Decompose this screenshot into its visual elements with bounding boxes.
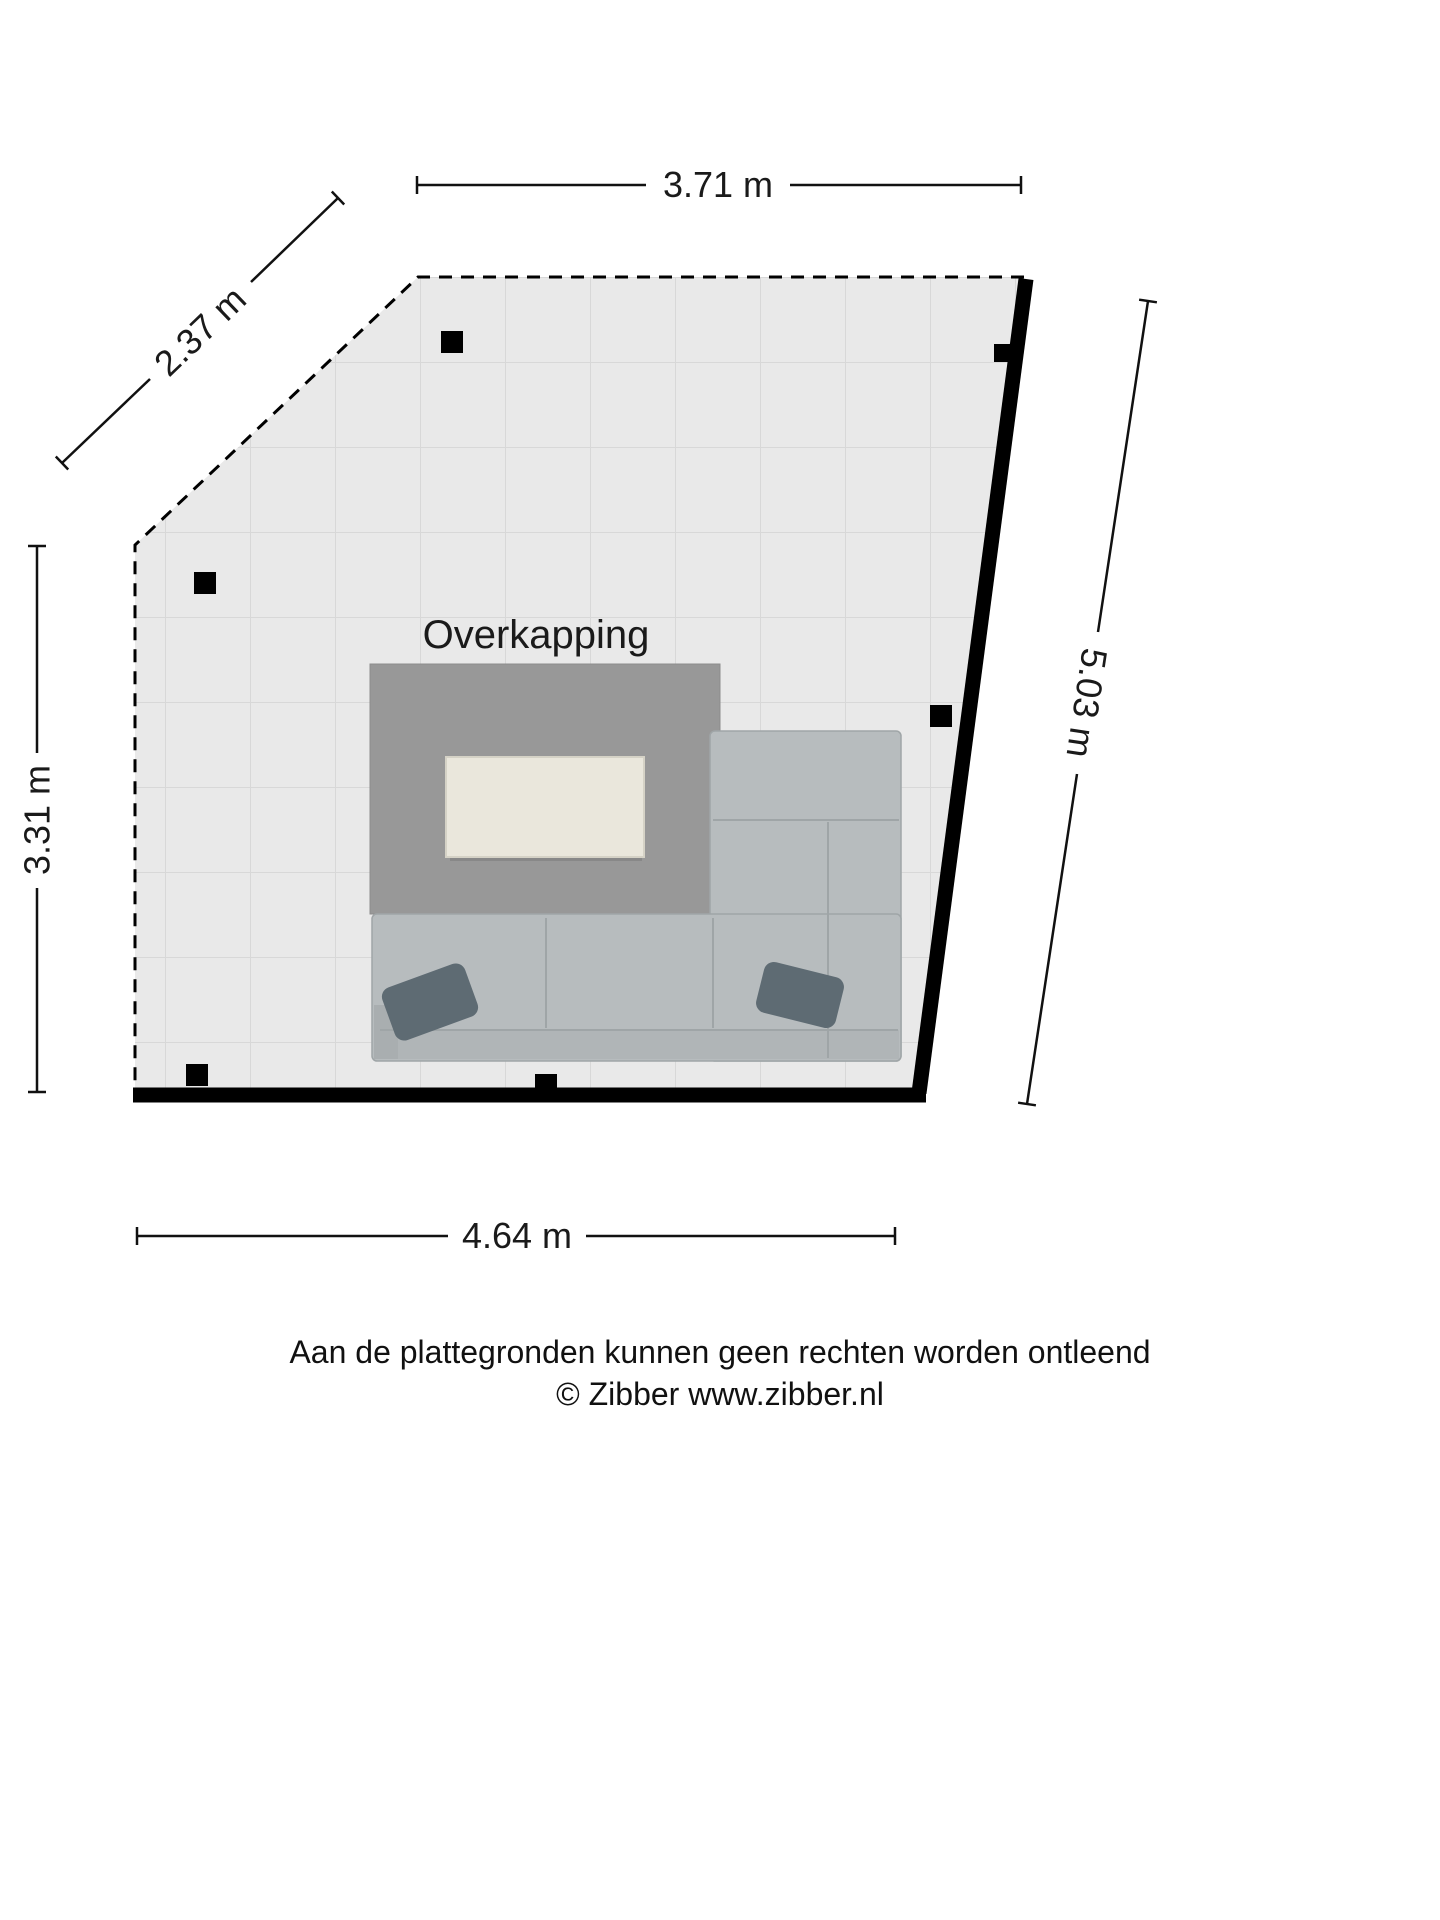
dimension-top: 3.71 m — [415, 164, 1023, 205]
room-label: Overkapping — [423, 613, 650, 657]
sofa-pillow-right — [756, 961, 844, 1029]
coffee-table-top — [445, 756, 645, 858]
dimension-right-label: 5.03 m — [1059, 646, 1116, 761]
dimension-right: 5.03 m — [1017, 298, 1158, 1107]
sofa-main — [371, 913, 902, 1062]
dimension-top-label: 3.71 m — [663, 164, 773, 205]
footer-copyright: © Zibber www.zibber.nl — [556, 1375, 884, 1412]
footer: Aan de plattegronden kunnen geen rechten… — [0, 1332, 1440, 1415]
coffee-table — [445, 756, 645, 861]
sofa-pillow-left — [381, 963, 479, 1041]
dimension-left: 3.31 m — [17, 544, 58, 1094]
post-bottom-left — [186, 1064, 208, 1086]
post-top-right — [994, 344, 1012, 362]
sofa — [371, 730, 902, 1062]
dimension-bottom: 4.64 m — [135, 1215, 897, 1256]
sofa-front-edge — [374, 1030, 899, 1059]
dimension-diagonal-label: 2.37 m — [146, 278, 254, 384]
post-left — [194, 572, 216, 594]
post-top-left — [441, 331, 463, 353]
posts — [186, 331, 1012, 1096]
dimension-bottom-label: 4.64 m — [462, 1215, 572, 1256]
wall-right — [911, 278, 1034, 1094]
post-bottom-mid — [535, 1074, 557, 1096]
footer-disclaimer: Aan de plattegronden kunnen geen rechten… — [289, 1334, 1151, 1370]
dimension-left-label: 3.31 m — [17, 765, 58, 875]
post-right-mid — [930, 705, 952, 727]
open-boundary-dashed — [133, 275, 1024, 1093]
